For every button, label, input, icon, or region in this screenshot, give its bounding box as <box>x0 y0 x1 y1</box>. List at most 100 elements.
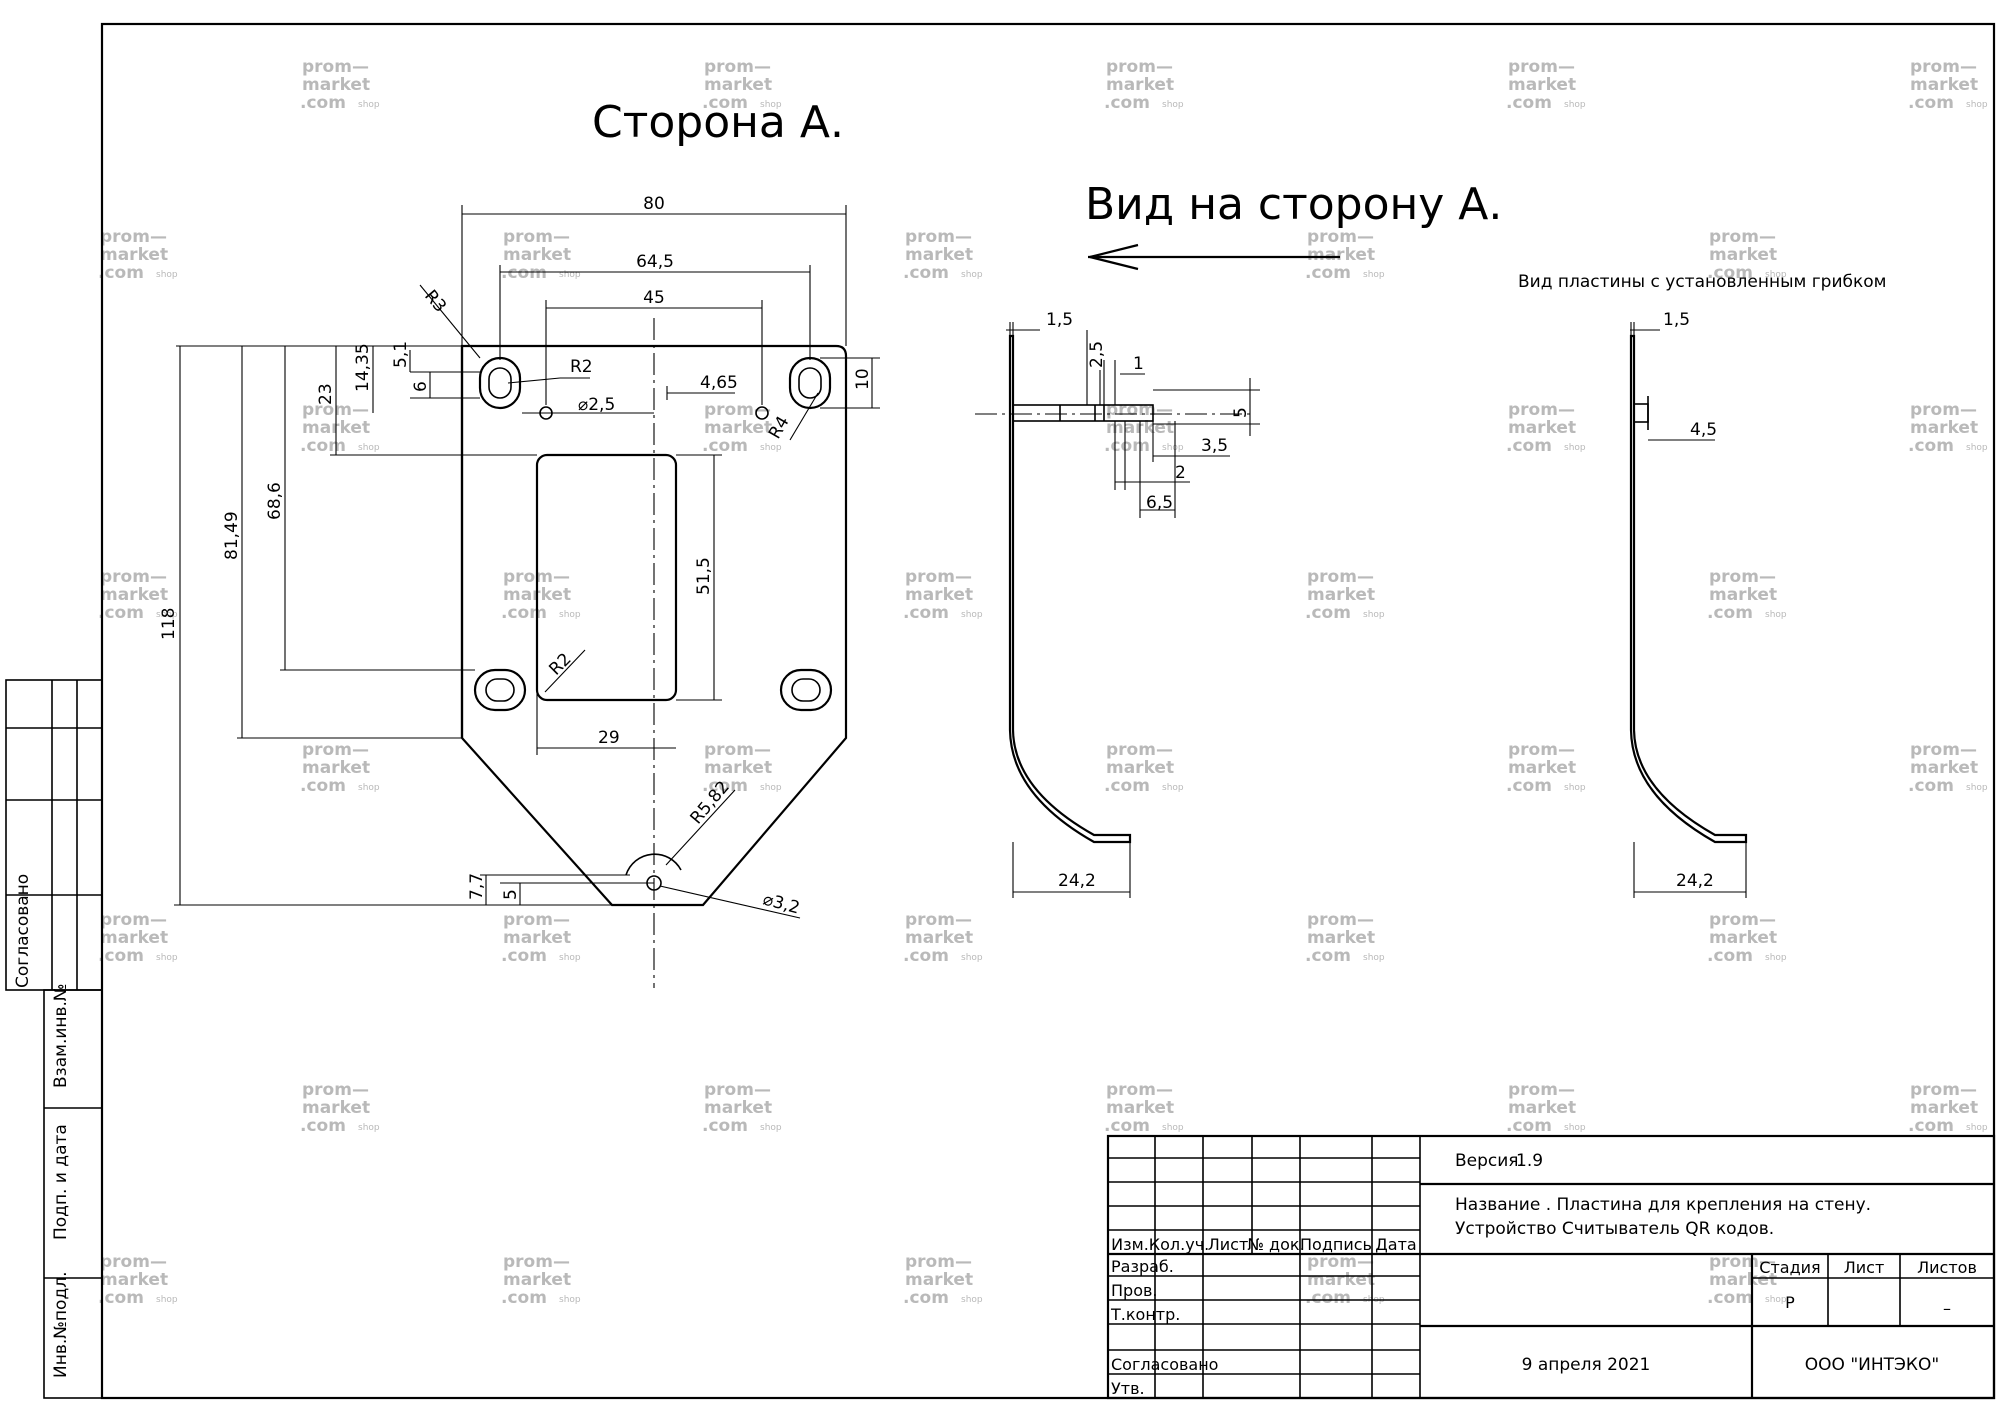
svg-text:.com: .com <box>300 436 346 456</box>
svg-text:prom—: prom— <box>503 910 570 930</box>
svg-text:market: market <box>905 245 973 265</box>
svg-text:prom—: prom— <box>1709 910 1776 930</box>
dim-68-6: 68,6 <box>265 482 285 520</box>
role-checked: Пров. <box>1111 1281 1158 1300</box>
svg-text:market: market <box>1910 418 1978 438</box>
dim-81-49: 81,49 <box>222 511 242 560</box>
svg-text:market: market <box>1508 1098 1576 1118</box>
svg-text:shop: shop <box>1162 1123 1184 1133</box>
svg-text:.com: .com <box>98 946 144 966</box>
svg-text:.com: .com <box>1707 603 1753 623</box>
svg-text:prom—: prom— <box>905 910 972 930</box>
dim-phi-2-5: ⌀2,5 <box>578 395 615 415</box>
svg-text:shop: shop <box>1564 100 1586 110</box>
svg-text:.com: .com <box>1104 776 1150 796</box>
dim-14-35: 14,35 <box>353 343 373 392</box>
svg-text:market: market <box>100 1270 168 1290</box>
dim-right-4-5: 4,5 <box>1690 420 1717 440</box>
role-agreed: Согласовано <box>1111 1355 1218 1374</box>
svg-text:prom—: prom— <box>1307 910 1374 930</box>
svg-text:prom—: prom— <box>1709 1252 1776 1272</box>
svg-text:shop: shop <box>1966 1123 1988 1133</box>
header-list: Лист <box>1208 1235 1249 1254</box>
svg-text:market: market <box>1910 758 1978 778</box>
svg-text:prom—: prom— <box>503 227 570 247</box>
svg-text:market: market <box>704 758 772 778</box>
svg-text:shop: shop <box>358 783 380 793</box>
svg-text:market: market <box>1307 245 1375 265</box>
svg-text:market: market <box>1709 928 1777 948</box>
svg-text:.com: .com <box>1506 93 1552 113</box>
svg-text:market: market <box>100 928 168 948</box>
arrow-icon <box>1088 243 1340 271</box>
agreed-label: Согласовано <box>13 874 33 988</box>
side-stamp: Согласовано Взам.инв.№ Подп. и дата Инв.… <box>5 679 103 1399</box>
svg-text:market: market <box>1910 75 1978 95</box>
svg-text:shop: shop <box>1765 953 1787 963</box>
svg-text:market: market <box>1106 758 1174 778</box>
svg-text:.com: .com <box>501 603 547 623</box>
svg-text:market: market <box>302 758 370 778</box>
company-name: ООО "ИНТЭКО" <box>1805 1355 1939 1375</box>
dim-29: 29 <box>598 728 620 748</box>
svg-text:shop: shop <box>1765 610 1787 620</box>
svg-text:prom—: prom— <box>302 740 369 760</box>
svg-text:shop: shop <box>1564 443 1586 453</box>
svg-text:shop: shop <box>760 1123 782 1133</box>
svg-text:shop: shop <box>760 100 782 110</box>
dim-side-2-5: 2,5 <box>1087 341 1107 368</box>
svg-text:shop: shop <box>961 270 983 280</box>
dim-4-65: 4,65 <box>700 373 738 393</box>
device-line: Устройство Считыватель QR кодов. <box>1455 1219 1774 1239</box>
watermark-mark: prom—market.com shop <box>300 740 380 796</box>
svg-text:.com: .com <box>501 1288 547 1308</box>
dim-right-24-2: 24,2 <box>1676 871 1714 891</box>
dim-6: 6 <box>411 381 431 392</box>
dim-r2-top: R2 <box>570 357 593 377</box>
svg-text:prom—: prom— <box>1910 1080 1977 1100</box>
svg-text:.com: .com <box>1908 93 1954 113</box>
plate-note: Вид пластины с установленным грибком <box>1518 272 1886 292</box>
svg-text:shop: shop <box>760 783 782 793</box>
svg-text:.com: .com <box>300 776 346 796</box>
svg-text:.com: .com <box>1707 263 1753 283</box>
svg-text:.com: .com <box>98 603 144 623</box>
svg-text:shop: shop <box>559 1295 581 1305</box>
side-a-title: Сторона А. <box>592 97 844 148</box>
svg-text:shop: shop <box>1966 783 1988 793</box>
svg-text:shop: shop <box>1966 443 1988 453</box>
svg-text:market: market <box>1709 1270 1777 1290</box>
svg-text:prom—: prom— <box>1508 740 1575 760</box>
dim-phi-3-2: ⌀3,2 <box>761 890 802 919</box>
dim-side-1-5: 1,5 <box>1046 310 1073 330</box>
dim-7-7: 7,7 <box>467 873 487 900</box>
svg-text:prom—: prom— <box>1106 740 1173 760</box>
svg-text:market: market <box>1106 75 1174 95</box>
svg-text:.com: .com <box>1908 776 1954 796</box>
dim-5-1: 5,1 <box>391 341 411 368</box>
svg-text:shop: shop <box>1765 270 1787 280</box>
svg-text:prom—: prom— <box>1910 400 1977 420</box>
svg-text:.com: .com <box>501 263 547 283</box>
svg-text:shop: shop <box>1162 443 1184 453</box>
svg-text:.com: .com <box>903 1288 949 1308</box>
replace-inv-label: Взам.инв.№ <box>51 983 71 1088</box>
svg-text:market: market <box>1508 418 1576 438</box>
svg-text:shop: shop <box>156 270 178 280</box>
role-approved: Утв. <box>1111 1379 1145 1398</box>
svg-text:prom—: prom— <box>1709 567 1776 587</box>
